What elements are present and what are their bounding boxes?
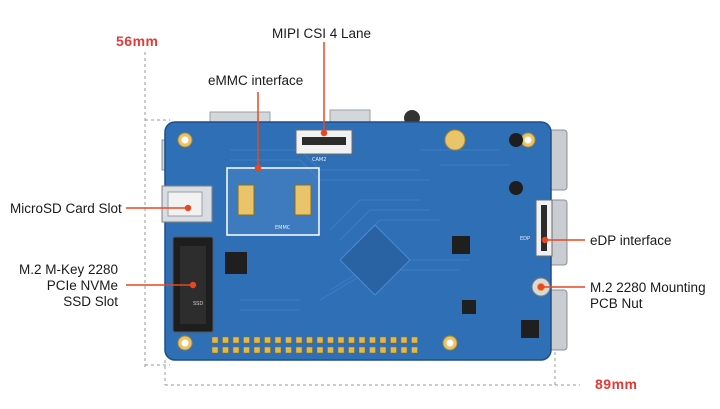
label-microsd-slot: MicroSD Card Slot [10, 201, 122, 216]
gpio-pin [243, 336, 250, 344]
gpio-pin [274, 346, 282, 354]
gpio-pin [232, 336, 240, 344]
emmc-connector-left [237, 184, 255, 216]
gpio-pin [264, 346, 271, 354]
gpio-pin [264, 336, 271, 344]
gpio-pin [379, 346, 387, 354]
board-traces [230, 149, 510, 311]
gpio-pin [253, 346, 261, 354]
gpio-pin [379, 336, 387, 344]
label-mipi-csi: MIPI CSI 4 Lane [272, 26, 372, 41]
gpio-pin [337, 346, 345, 354]
gpio-pin [327, 336, 334, 344]
pad-large-1 [444, 129, 466, 151]
width-dimension-label: 89mm [595, 376, 638, 392]
gpio-pin [211, 346, 219, 354]
chip-4 [462, 300, 476, 314]
gpio-pin [295, 336, 303, 344]
gpio-pin [348, 336, 355, 344]
gpio-pin [316, 346, 324, 354]
gpio-pin [306, 336, 313, 344]
label-m2-nut: M.2 2280 Mounting PCB Nut [590, 280, 706, 312]
gpio-pin [358, 336, 366, 344]
gpio-pin [222, 346, 229, 354]
top-edge-connector-1 [209, 111, 271, 123]
label-m2-nut-line2: PCB Nut [590, 296, 643, 311]
top-edge-connector-2 [329, 109, 371, 123]
gpio-pin [337, 336, 345, 344]
gpio-pin [400, 336, 408, 344]
gpio-pin [253, 336, 261, 344]
gpio-pin [222, 336, 229, 344]
mipi-silkscreen: CAM2 [312, 157, 326, 163]
edp-connector-slot [541, 205, 547, 251]
gpio-pin [274, 336, 282, 344]
gpio-pin [369, 346, 376, 354]
button-pads [509, 133, 523, 195]
label-m2-slot-line3: SSD Slot [63, 294, 118, 309]
gpio-pin [390, 336, 397, 344]
gpio-pin [232, 346, 240, 354]
gpio-pin [316, 336, 324, 344]
chip-3 [225, 252, 247, 274]
gpio-header [211, 336, 418, 354]
chip-2 [521, 320, 539, 338]
label-emmc-interface: eMMC interface [208, 73, 304, 88]
gpio-pin [411, 336, 418, 344]
label-m2-slot: M.2 M-Key 2280 PCIe NVMe SSD Slot [6, 262, 118, 310]
label-edp-interface: eDP interface [590, 233, 672, 248]
mipi-connector-slot [302, 137, 346, 145]
gpio-pin [390, 346, 397, 354]
gpio-pin [327, 346, 334, 354]
gpio-pin [411, 346, 418, 354]
emmc-connector-right [294, 184, 312, 216]
gpio-pin [211, 336, 219, 344]
gpio-pin [400, 346, 408, 354]
gpio-pin [285, 336, 292, 344]
gpio-pin [285, 346, 292, 354]
leader-lines [126, 42, 585, 291]
mounting-holes [177, 132, 536, 351]
soc-footprint [339, 224, 411, 296]
edp-silkscreen: EDP [520, 236, 530, 242]
gpio-pin [243, 346, 250, 354]
gpio-pin [369, 336, 376, 344]
gpio-pin [358, 346, 366, 354]
gpio-pin [295, 346, 303, 354]
label-m2-nut-line1: M.2 2280 Mounting [590, 280, 706, 295]
microsd-card [167, 191, 203, 217]
label-m2-slot-line1: M.2 M-Key 2280 [18, 262, 118, 277]
gpio-pin [348, 346, 355, 354]
emmc-silkscreen: EMMC [275, 225, 291, 231]
label-m2-slot-line2: PCIe NVMe [46, 278, 118, 293]
m2-silkscreen: SSD [193, 301, 203, 307]
chip-1 [452, 236, 470, 254]
height-dimension-label: 56mm [116, 33, 159, 49]
gpio-pin [306, 346, 313, 354]
board-pcb [164, 121, 552, 361]
